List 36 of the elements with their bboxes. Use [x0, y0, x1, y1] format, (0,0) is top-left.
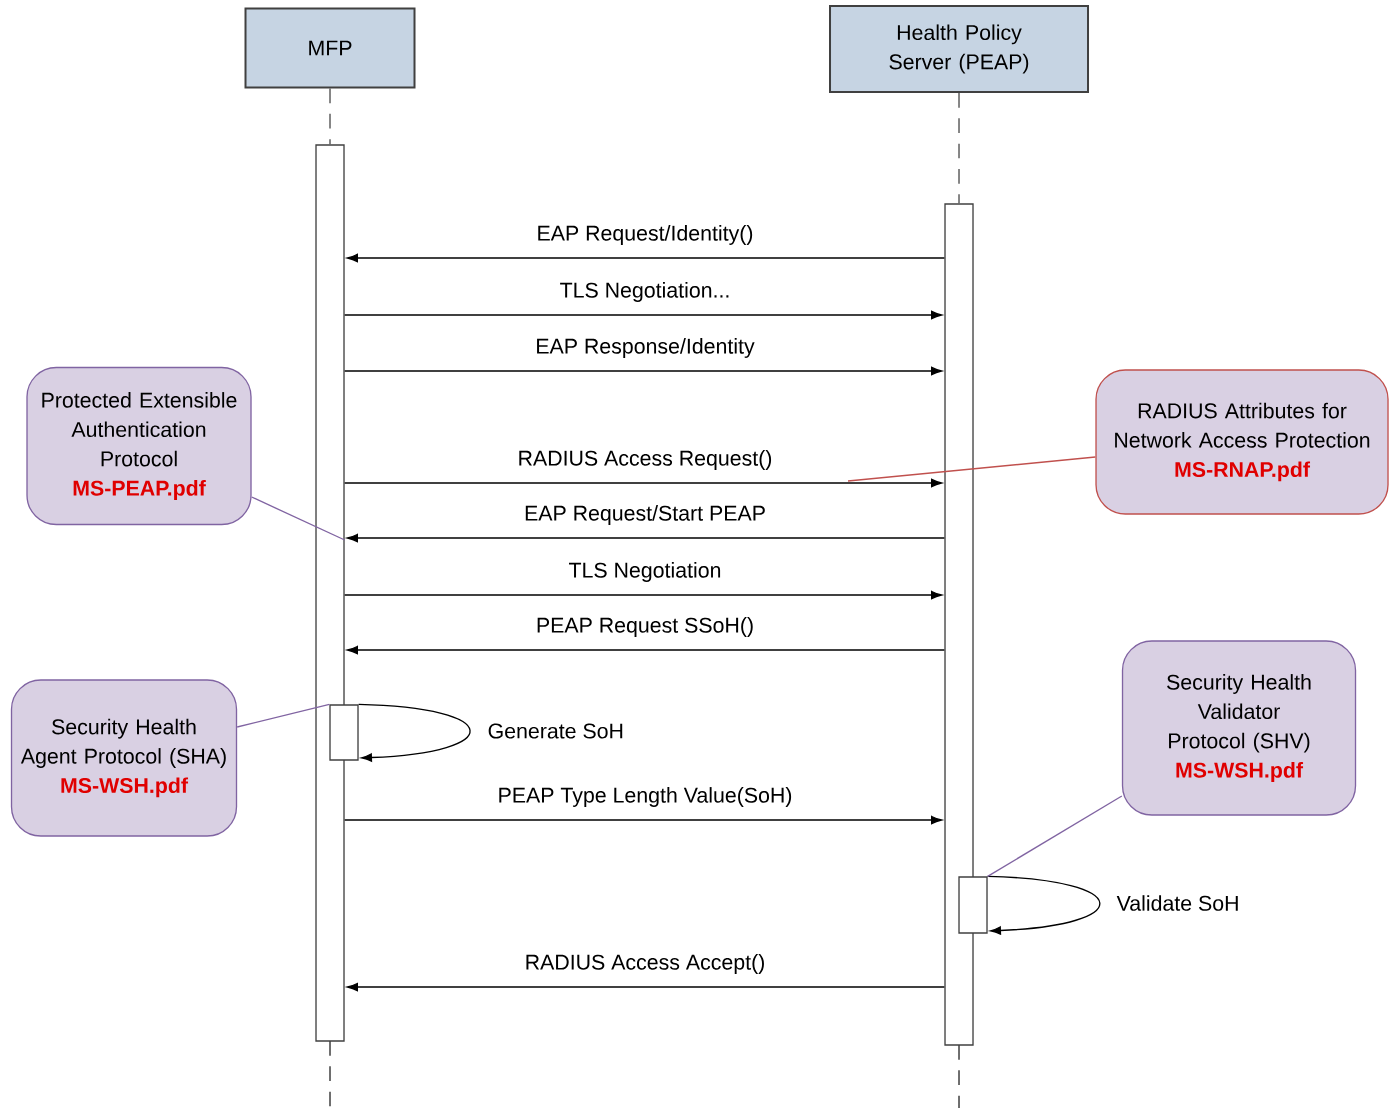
arrow: [346, 982, 945, 992]
arrow: [344, 366, 943, 376]
message-label: EAP Request/Identity(): [535, 223, 755, 247]
message-label: RADIUS Access Accept(): [523, 952, 767, 976]
message-label: EAP Response/Identity: [534, 336, 757, 360]
note-box: Protected Extensible Authentication Protocol MS-PEAP.pdf: [26, 366, 252, 526]
arrow: [346, 645, 945, 655]
lifeline: [958, 92, 960, 204]
arrow: [344, 590, 943, 600]
activation-bar: [958, 876, 988, 934]
message-label: TLS Negotiation: [567, 560, 723, 584]
arrow: [344, 310, 943, 320]
message-label: PEAP Request SSoH(): [534, 615, 756, 639]
note-box: Security Health Validator Protocol (SHV) MS-WSH.pdf: [1121, 640, 1357, 816]
leader-line: [251, 496, 346, 541]
activation-bar: [329, 704, 359, 761]
arrow: [987, 875, 1101, 935]
participant-box: MFP: [244, 7, 416, 89]
message-label: RADIUS Access Request(): [516, 448, 774, 472]
leader-line: [236, 703, 330, 728]
leader-line: [987, 795, 1123, 877]
message-label: Validate SoH: [1116, 895, 1238, 911]
participant-box: Health Policy Server (PEAP): [829, 5, 1089, 93]
arrow: [344, 815, 943, 825]
leader-line: [847, 456, 1096, 482]
message-label: EAP Request/Start PEAP: [522, 503, 768, 527]
message-label: TLS Negotiation...: [558, 280, 732, 304]
arrow: [346, 253, 945, 263]
arrow: [346, 533, 945, 543]
message-label: PEAP Type Length Value(SoH): [496, 785, 794, 809]
note-box: RADIUS Attributes for Network Access Protection MS-RNAP.pdf: [1095, 369, 1389, 515]
lifeline: [329, 87, 331, 145]
arrow: [344, 478, 943, 488]
note-box: Security Health Agent Protocol (SHA) MS-WSH.pdf: [10, 679, 238, 837]
message-label: Generate SoH: [488, 723, 623, 739]
arrow: [358, 703, 471, 762]
